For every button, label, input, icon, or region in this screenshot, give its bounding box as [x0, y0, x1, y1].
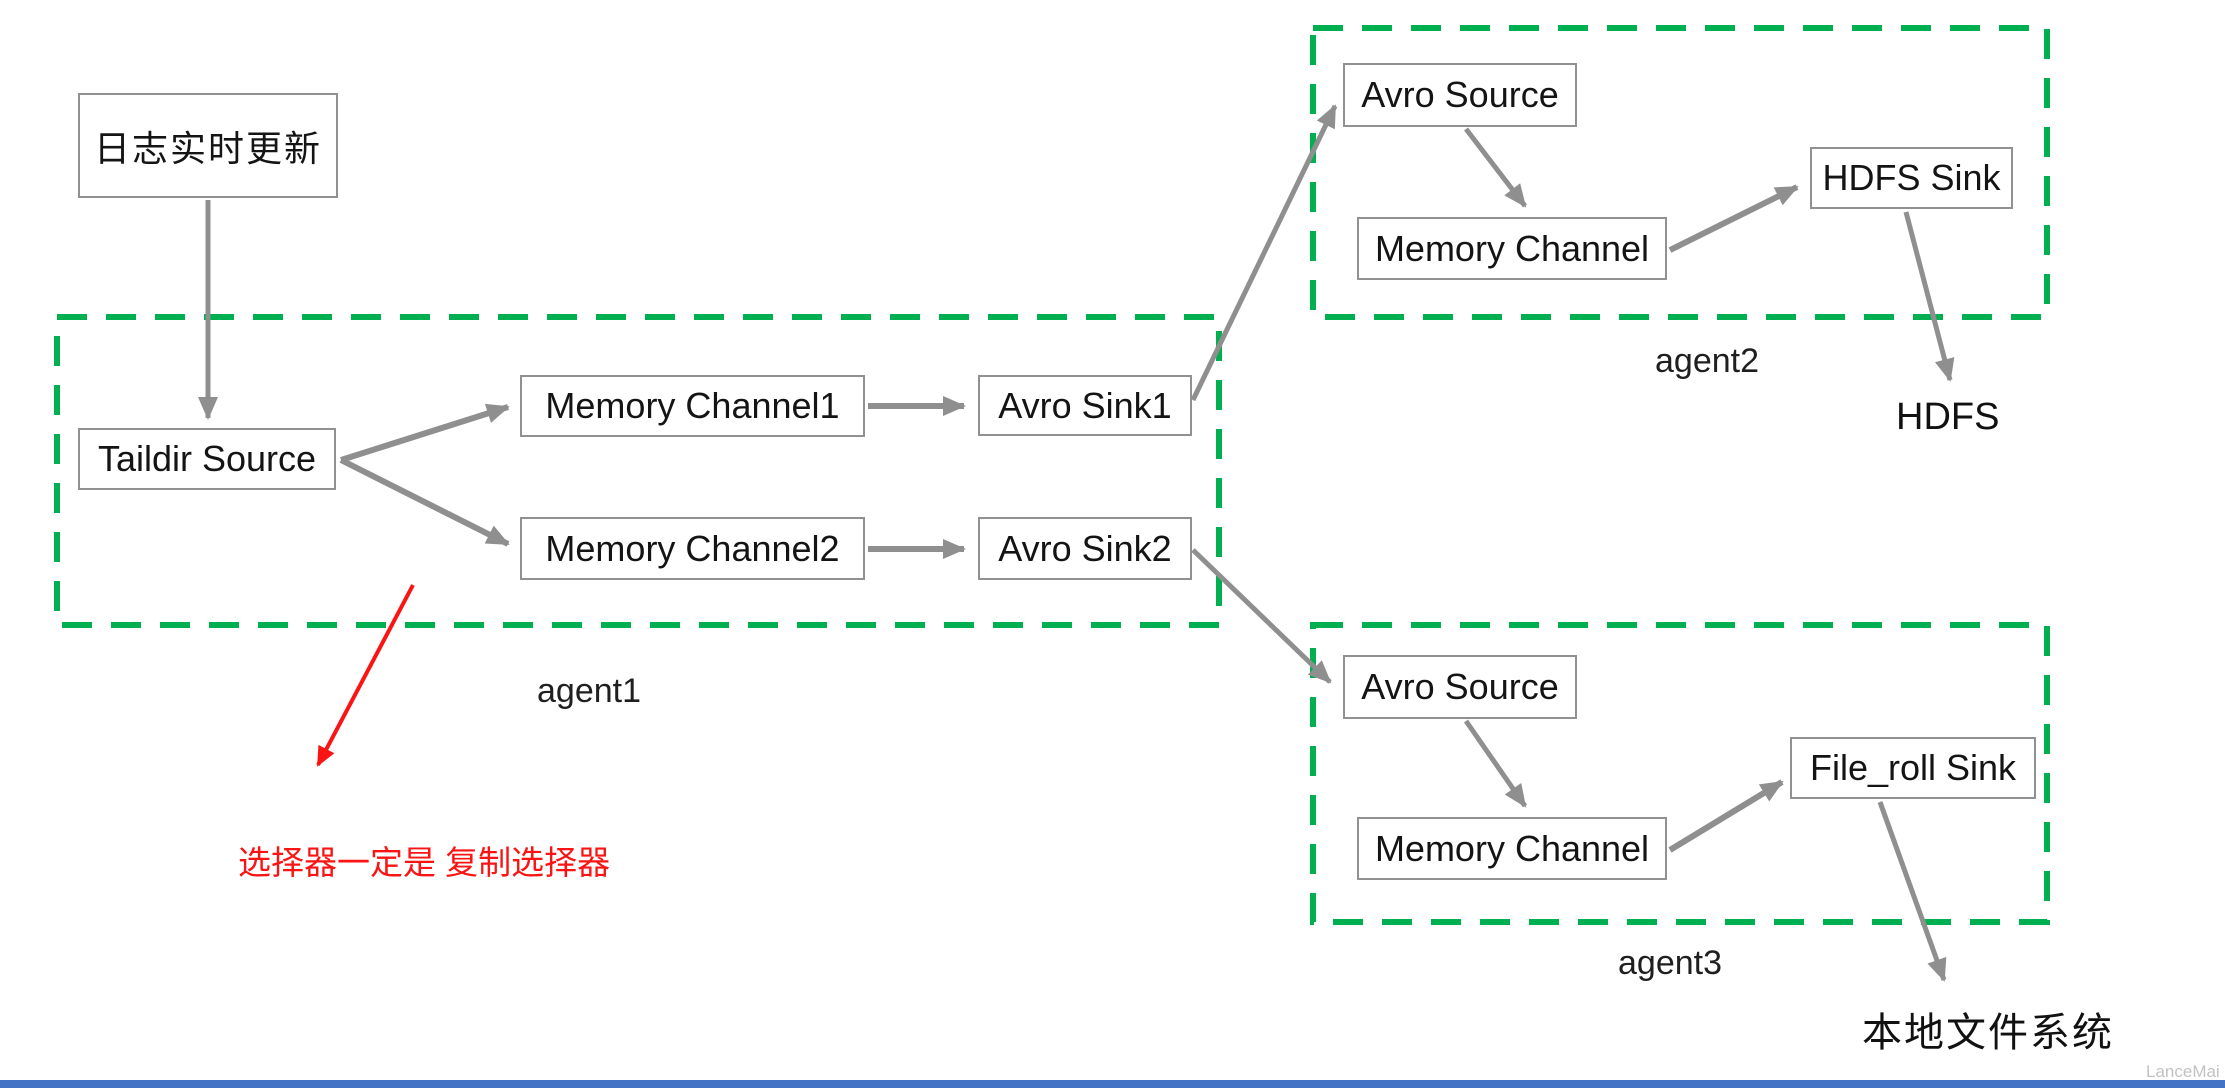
arrow-taildir-to-memory-channel1 — [340, 403, 510, 463]
node-agent2-memory-channel: Memory Channel — [1357, 217, 1667, 280]
bottom-blue-bar — [0, 1080, 2225, 1088]
agent3-boundary — [1310, 622, 2050, 925]
agent3-label: agent3 — [1618, 944, 1722, 982]
node-taildir-source: Taildir Source — [78, 428, 336, 490]
arrow-file-roll-sink-to-local-fs — [1877, 801, 1947, 982]
watermark-text: LanceMai — [2146, 1062, 2220, 1081]
node-agent2-avro-source: Avro Source — [1343, 63, 1577, 127]
node-memory-channel1: Memory Channel1 — [520, 375, 865, 437]
agent2-boundary — [1310, 25, 2050, 320]
arrow-avro-sink1-to-agent2-avro-source — [1190, 104, 1338, 402]
node-avro-sink1: Avro Sink1 — [978, 375, 1192, 436]
agent2-label: agent2 — [1655, 342, 1759, 380]
arrow-hdfs-sink-to-hdfs — [1903, 211, 1955, 382]
annotation-red-arrow — [316, 584, 415, 767]
arrow-avro-sink2-to-agent3-avro-source — [1191, 548, 1332, 684]
hdfs-label: HDFS — [1896, 396, 2000, 438]
node-agent3-memory-channel: Memory Channel — [1357, 817, 1667, 880]
node-memory-channel2: Memory Channel2 — [520, 517, 865, 580]
arrow-taildir-to-memory-channel2 — [339, 457, 510, 547]
node-agent3-avro-source: Avro Source — [1343, 655, 1577, 719]
local-file-system-label: 本地文件系统 — [1862, 1010, 2114, 1055]
node-file-roll-sink: File_roll Sink — [1790, 737, 2036, 799]
node-hdfs-sink: HDFS Sink — [1810, 147, 2013, 209]
arrow-agent2-avro-source-to-memory-channel — [1464, 127, 1527, 208]
arrow-agent2-memory-channel-to-hdfs-sink — [1668, 184, 1799, 253]
arrow-agent3-memory-channel-to-file-roll-sink — [1668, 779, 1784, 853]
node-avro-sink2: Avro Sink2 — [978, 517, 1192, 580]
arrow-agent3-avro-source-to-memory-channel — [1463, 719, 1528, 808]
selector-annotation-text: 选择器一定是 复制选择器 — [238, 844, 611, 881]
agent1-label: agent1 — [537, 672, 641, 710]
node-log-source: 日志实时更新 — [78, 93, 338, 198]
